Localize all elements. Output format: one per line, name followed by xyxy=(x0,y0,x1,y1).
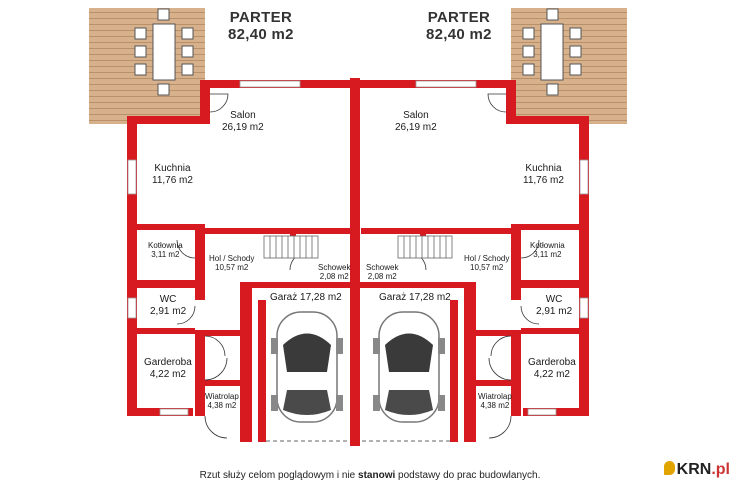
right-kotlownia: Kotłownia 3,11 m2 xyxy=(530,241,565,259)
logo-tld: .pl xyxy=(711,461,730,478)
room-name: Schowek xyxy=(366,263,399,272)
left-hol: Hol / Schody 10,57 m2 xyxy=(209,254,254,272)
room-area: 4,22 m2 xyxy=(533,368,570,380)
left-garderoba: Garderoba 4,22 m2 xyxy=(144,357,192,380)
room-name: Kuchnia xyxy=(154,163,191,174)
right-hol: Hol / Schody 10,57 m2 xyxy=(464,254,509,272)
room-name: Kotłownia xyxy=(148,241,183,250)
room-name: Salon xyxy=(403,110,429,121)
right-kuchnia: Kuchnia 11,76 m2 xyxy=(523,163,564,186)
room-area: 26,19 m2 xyxy=(222,121,264,133)
right-schowek: Schowek 2,08 m2 xyxy=(366,263,398,281)
left-kotlownia: Kotłownia 3,11 m2 xyxy=(148,241,183,259)
room-area: 2,08 m2 xyxy=(319,272,349,282)
disclaimer-pre: Rzut służy celom poglądowym i nie xyxy=(199,470,359,481)
right-garderoba: Garderoba 4,22 m2 xyxy=(528,357,576,380)
left-wc: WC 2,91 m2 xyxy=(150,294,186,317)
room-name: WC xyxy=(545,294,563,305)
party-wall xyxy=(350,78,360,446)
room-name: Garderoba xyxy=(528,357,576,368)
left-schowek: Schowek 2,08 m2 xyxy=(318,263,350,281)
right-wiatrolap: Wiatrolap 4,38 m2 xyxy=(478,392,512,410)
room-name: Kuchnia xyxy=(525,163,562,174)
logo-brand: KRN xyxy=(676,461,712,478)
room-name: Garaż 17,28 m2 xyxy=(379,292,451,303)
disclaimer-bold: stanowi xyxy=(358,470,396,481)
room-name: Wiatrolap xyxy=(478,392,512,401)
room-area: 11,76 m2 xyxy=(523,174,564,186)
left-area: 82,40 m2 xyxy=(228,26,294,44)
room-name: Wiatrolap xyxy=(205,392,239,401)
room-area: 26,19 m2 xyxy=(395,121,437,133)
room-area: 10,57 m2 xyxy=(215,263,249,273)
left-garaz: Garaż 17,28 m2 xyxy=(270,292,342,304)
disclaimer-post: podstawy do prac budowlanych. xyxy=(395,470,541,481)
room-name: Schowek xyxy=(318,263,351,272)
room-area: 11,76 m2 xyxy=(152,174,193,186)
right-wc: WC 2,91 m2 xyxy=(536,294,572,317)
room-area: 4,38 m2 xyxy=(480,401,510,411)
room-name: Garderoba xyxy=(144,357,192,368)
room-area: 2,08 m2 xyxy=(367,272,397,282)
room-area: 2,91 m2 xyxy=(150,305,187,317)
left-title-text: PARTER xyxy=(229,9,293,26)
right-title: PARTER 82,40 m2 xyxy=(426,9,492,44)
room-area: 2,91 m2 xyxy=(536,305,573,317)
room-area: 3,11 m2 xyxy=(533,250,562,260)
left-salon: Salon 26,19 m2 xyxy=(222,110,264,133)
left-kuchnia: Kuchnia 11,76 m2 xyxy=(152,163,193,186)
right-garaz: Garaż 17,28 m2 xyxy=(379,292,451,304)
room-name: Salon xyxy=(230,110,256,121)
left-title: PARTER 82,40 m2 xyxy=(228,9,294,44)
house-pin-icon xyxy=(663,461,675,475)
left-wiatrolap: Wiatrolap 4,38 m2 xyxy=(205,392,239,410)
room-name: Hol / Schody xyxy=(209,254,255,263)
room-name: WC xyxy=(159,294,177,305)
room-area: 4,22 m2 xyxy=(149,368,186,380)
disclaimer-note: Rzut służy celom poglądowym i nie stanow… xyxy=(0,470,740,481)
krn-logo: KRN.pl xyxy=(663,461,730,479)
room-area: 3,11 m2 xyxy=(151,250,180,260)
room-area: 4,38 m2 xyxy=(207,401,237,411)
room-area: 10,57 m2 xyxy=(470,263,504,273)
room-name: Kotłownia xyxy=(530,241,565,250)
right-area: 82,40 m2 xyxy=(426,26,492,44)
room-name: Hol / Schody xyxy=(464,254,510,263)
room-name: Garaż 17,28 m2 xyxy=(270,292,342,303)
right-title-text: PARTER xyxy=(427,9,491,26)
right-salon: Salon 26,19 m2 xyxy=(395,110,437,133)
